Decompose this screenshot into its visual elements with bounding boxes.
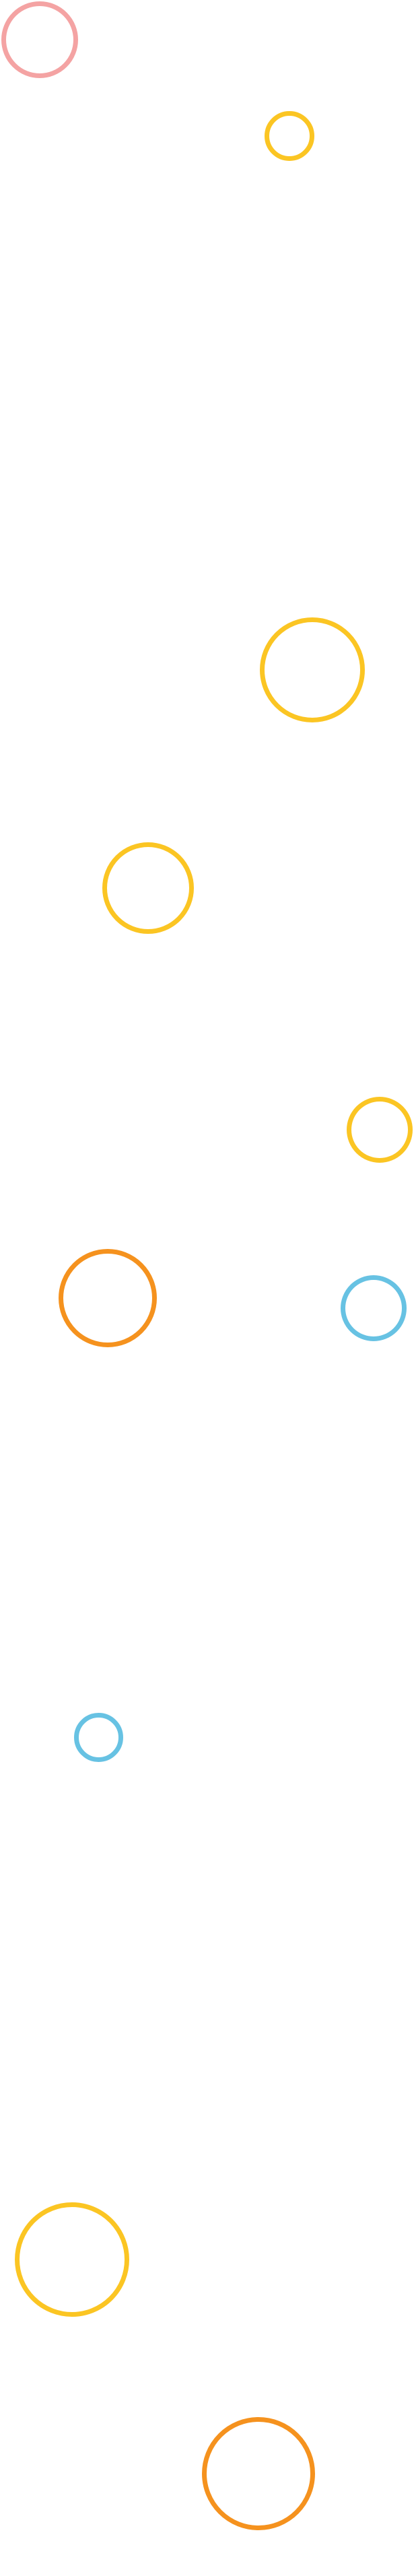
orange-ring-1 xyxy=(59,1249,157,1347)
yellow-ring-1 xyxy=(265,111,314,161)
yellow-ring-3 xyxy=(102,842,194,934)
pink-ring-1 xyxy=(1,1,78,78)
orange-ring-2 xyxy=(202,2417,315,2530)
yellow-ring-5 xyxy=(15,2202,129,2317)
yellow-ring-2 xyxy=(260,617,365,722)
blue-ring-2 xyxy=(74,1713,123,1762)
blue-ring-1 xyxy=(341,1275,407,1341)
yellow-ring-4 xyxy=(347,1097,413,1163)
